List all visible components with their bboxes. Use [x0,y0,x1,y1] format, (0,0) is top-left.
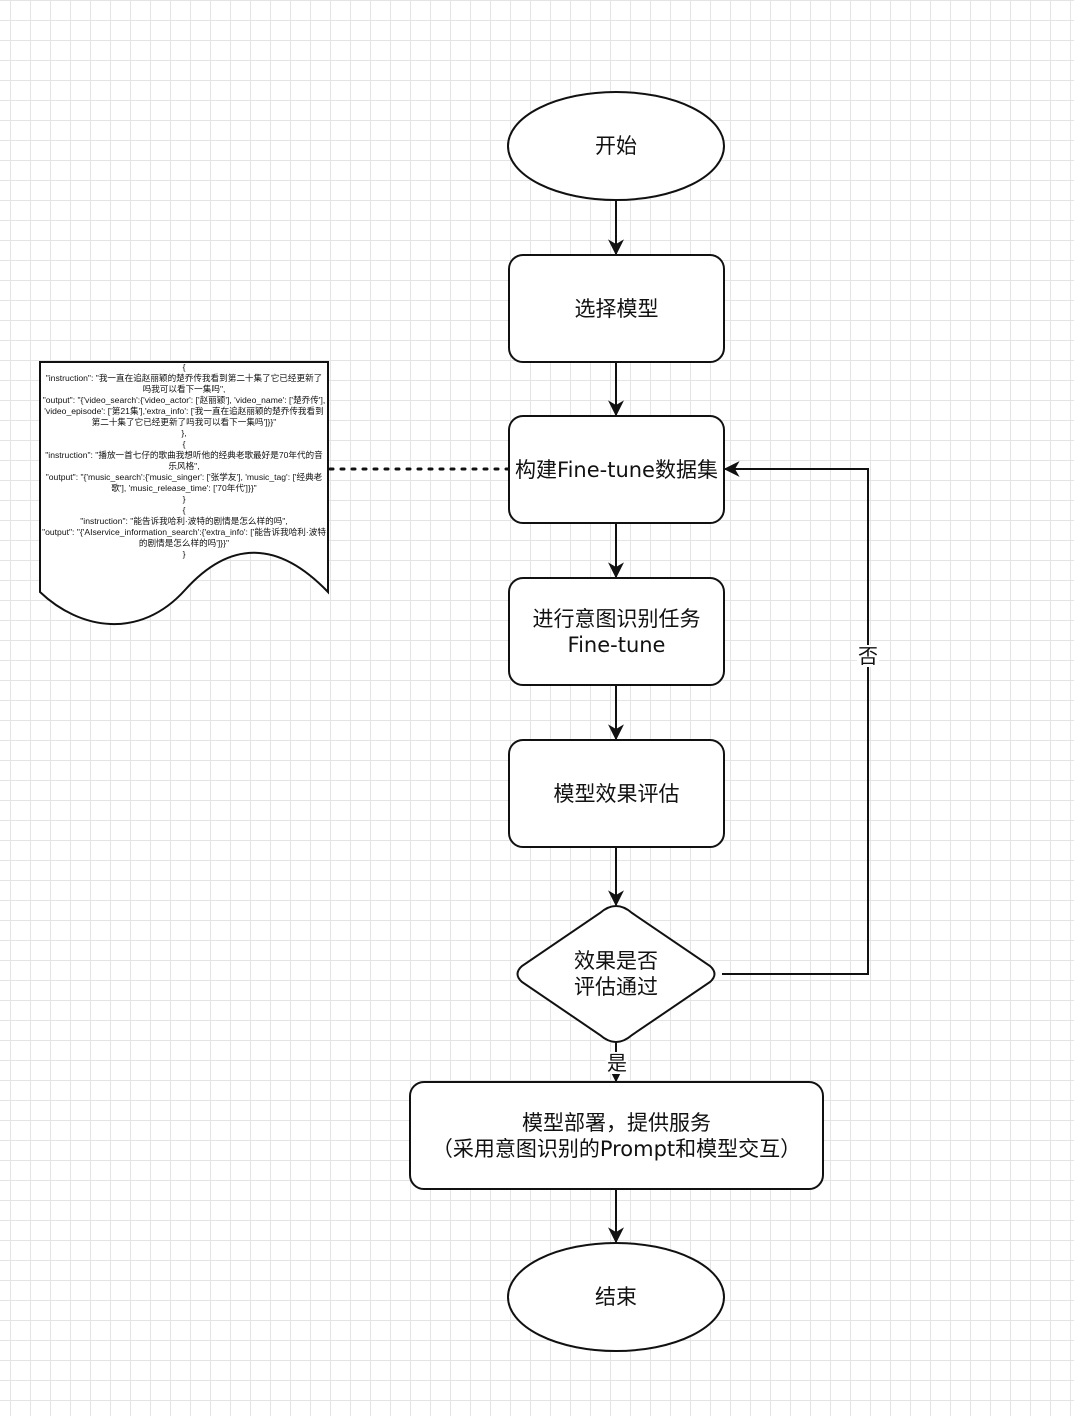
document-line: "instruction": "能告诉我哈利·波特的剧情是怎么样的吗", [80,516,288,526]
no-label: 否 [857,644,879,668]
dataset-document-text: {"instruction": "我一直在追赵丽颖的楚乔传我看到第二十集了它已经… [42,362,326,560]
select-model-label: 选择模型 [574,296,659,321]
document-line: { [182,505,186,515]
arrow-decision-no-loop [722,461,869,975]
start-label: 开始 [595,134,637,158]
document-line: { [182,362,186,372]
build-dataset-label: 构建Fine-tune数据集 [515,457,718,482]
document-line: "output": "{'music_search':{'music_singe… [45,472,323,493]
document-line: "output": "{'AIservice_information_searc… [42,527,326,548]
document-line: "instruction": "我一直在追赵丽颖的楚乔传我看到第二十集了它已经更… [45,373,323,394]
document-line: }, [181,428,187,438]
deploy-label: 模型部署，提供服务 （采用意图识别的Prompt和模型交互） [431,1110,802,1161]
document-line: } [182,549,186,559]
yes-label: 是 [606,1051,628,1075]
document-line: "instruction": "播放一首七仔的歌曲我想听他的经典老歌最好是70年… [45,450,323,471]
finetune-label: 进行意图识别任务 Fine-tune [532,606,701,657]
end-label: 结束 [595,1285,637,1309]
dataset-document-shape [39,361,329,625]
document-line: "output": "{'video_search':{'video_actor… [42,395,326,427]
decision-label: 效果是否 评估通过 [574,949,658,999]
evaluate-label: 模型效果评估 [553,781,680,806]
document-line: } [182,494,186,504]
document-line: { [182,439,186,449]
